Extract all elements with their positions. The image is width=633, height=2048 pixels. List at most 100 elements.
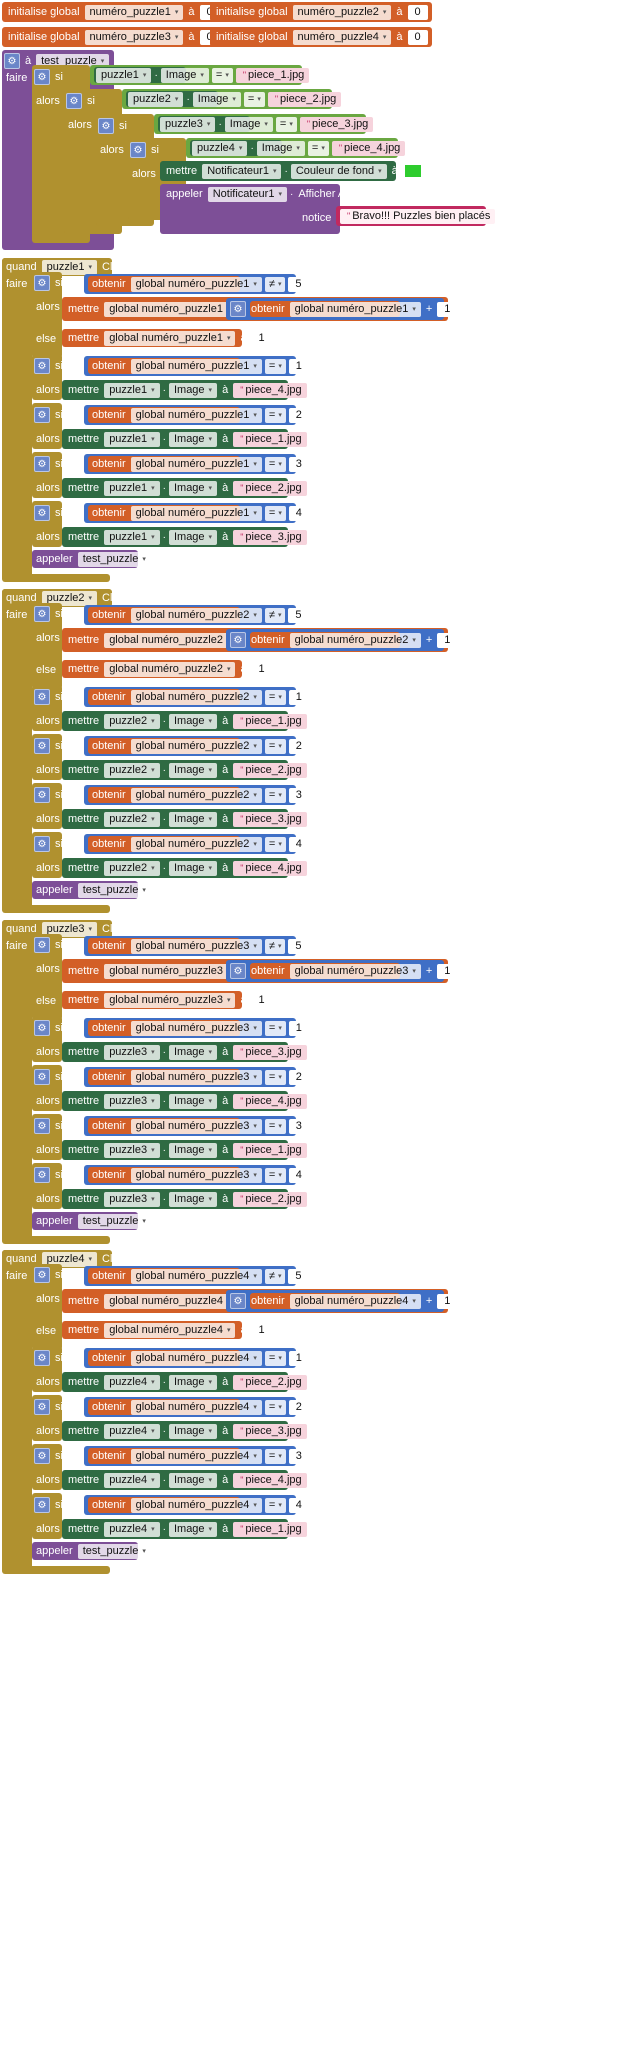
global-variable-dropdown[interactable]: global numéro_puzzle2▾ [130, 787, 262, 803]
compare-operator[interactable]: =▾ [264, 1350, 286, 1366]
mutator-gear-icon[interactable]: ⚙ [34, 407, 50, 423]
image-text-literal[interactable]: "piece_2.jpg [267, 91, 342, 107]
image-text-literal[interactable]: "piece_3.jpg [233, 1044, 307, 1060]
mutator-gear-icon[interactable]: ⚙ [34, 836, 50, 852]
if-case-header[interactable]: ⚙si [34, 1348, 65, 1368]
compare-operator[interactable]: =▾ [264, 1448, 286, 1464]
compare-operator[interactable]: ≠▾ [264, 276, 286, 292]
reset-number[interactable]: 1 [251, 661, 272, 677]
compare-operator[interactable]: =▾ [264, 1118, 286, 1134]
global-variable-dropdown[interactable]: global numéro_puzzle4▾ [289, 1293, 421, 1309]
compare-operator[interactable]: ≠▾ [264, 1268, 286, 1284]
image-text-literal[interactable]: "piece_4.jpg [233, 1093, 307, 1109]
if-case-header[interactable]: ⚙si [34, 736, 65, 756]
compare-operator[interactable]: =▾ [211, 67, 233, 83]
global-variable-dropdown[interactable]: global numéro_puzzle2▾ [130, 836, 262, 852]
mutator-gear-icon[interactable]: ⚙ [34, 1350, 50, 1366]
global-name-field[interactable]: numéro_puzzle3▾ [84, 29, 184, 45]
if-case-header[interactable]: ⚙si [34, 1495, 65, 1515]
property-dropdown[interactable]: Image▾ [256, 140, 305, 156]
then-label-row[interactable]: alors [34, 1519, 62, 1539]
compare-operator[interactable]: =▾ [264, 358, 286, 374]
then-label-row[interactable]: alors [34, 628, 62, 648]
property-dropdown[interactable]: Image▾ [168, 480, 218, 496]
then-label-row[interactable]: alors [34, 959, 62, 979]
else-label-row[interactable]: else [34, 660, 58, 680]
mutator-gear-icon[interactable]: ⚙ [230, 1293, 246, 1309]
then-label-row[interactable]: alors [34, 1140, 62, 1160]
global-variable-dropdown[interactable]: global numéro_puzzle1▾ [130, 407, 262, 423]
image-text-literal[interactable]: "piece_1.jpg [233, 1142, 307, 1158]
increment-number[interactable]: 1 [437, 1293, 458, 1309]
global-variable-dropdown[interactable]: global numéro_puzzle2▾ [130, 689, 262, 705]
limit-number[interactable]: 5 [288, 276, 309, 292]
do-label-row[interactable]: faire [4, 1266, 29, 1286]
then-label-row[interactable]: alors [34, 1470, 62, 1490]
component-dropdown[interactable]: puzzle1▾ [41, 259, 98, 275]
mutator-gear-icon[interactable]: ⚙ [34, 738, 50, 754]
mutator-gear-icon[interactable]: ⚙ [34, 505, 50, 521]
compare-operator[interactable]: =▾ [264, 1020, 286, 1036]
global-variable-dropdown[interactable]: global numéro_puzzle3▾ [130, 1167, 262, 1183]
property-dropdown[interactable]: Couleur de fond▾ [290, 163, 387, 179]
initial-value[interactable]: 0 [407, 29, 428, 45]
case-number[interactable]: 1 [288, 358, 309, 374]
property-dropdown[interactable]: Image▾ [168, 811, 218, 827]
component-dropdown[interactable]: puzzle4▾ [104, 1472, 160, 1488]
if-header-4[interactable]: ⚙si [130, 140, 161, 160]
case-number[interactable]: 4 [288, 1497, 309, 1513]
case-number[interactable]: 4 [288, 1167, 309, 1183]
image-text-literal[interactable]: "piece_1.jpg [233, 431, 307, 447]
global-variable-dropdown[interactable]: global numéro_puzzle1▾ [130, 505, 262, 521]
procedure-dropdown[interactable]: test_puzzle▾ [77, 1213, 151, 1229]
else-label-row[interactable]: else [34, 1321, 58, 1341]
global-variable-dropdown[interactable]: global numéro_puzzle4▾ [130, 1268, 262, 1284]
event-footer-puzzle3[interactable] [2, 1236, 110, 1244]
mutator-gear-icon[interactable]: ⚙ [34, 456, 50, 472]
image-text-literal[interactable]: "piece_4.jpg [233, 382, 307, 398]
component-dropdown[interactable]: puzzle3▾ [104, 1191, 160, 1207]
global-variable-dropdown[interactable]: global numéro_puzzle4▾ [130, 1497, 262, 1513]
case-number[interactable]: 4 [288, 836, 309, 852]
event-handler-puzzle4[interactable] [2, 1250, 32, 1572]
mutator-gear-icon[interactable]: ⚙ [230, 963, 246, 979]
then-label-row-1[interactable]: alors [34, 91, 62, 111]
global-name-field[interactable]: numéro_puzzle1▾ [84, 4, 184, 20]
if-header[interactable]: ⚙si [34, 273, 65, 293]
compare-operator[interactable]: =▾ [264, 456, 286, 472]
component-dropdown[interactable]: Notificateur1▾ [202, 163, 282, 179]
component-dropdown[interactable]: puzzle3▾ [160, 116, 216, 132]
component-dropdown[interactable]: puzzle1▾ [104, 431, 160, 447]
case-number[interactable]: 1 [288, 1020, 309, 1036]
else-label-row[interactable]: else [34, 329, 58, 349]
mutator-gear-icon[interactable]: ⚙ [34, 1167, 50, 1183]
procedure-name-field[interactable]: test_puzzle▾ [36, 53, 110, 69]
initial-value[interactable]: 0 [407, 4, 428, 20]
mutator-gear-icon[interactable]: ⚙ [34, 1448, 50, 1464]
mutator-gear-icon[interactable]: ⚙ [34, 1118, 50, 1134]
image-text-literal[interactable]: "piece_4.jpg [331, 140, 406, 156]
component-dropdown[interactable]: puzzle2▾ [104, 762, 160, 778]
event-handler-puzzle3[interactable] [2, 920, 32, 1242]
mutator-gear-icon[interactable]: ⚙ [34, 689, 50, 705]
image-text-literal[interactable]: "piece_2.jpg [233, 480, 307, 496]
limit-number[interactable]: 5 [288, 607, 309, 623]
global-variable-dropdown[interactable]: global numéro_puzzle2▾ [104, 632, 236, 648]
color-swatch[interactable] [402, 163, 423, 179]
